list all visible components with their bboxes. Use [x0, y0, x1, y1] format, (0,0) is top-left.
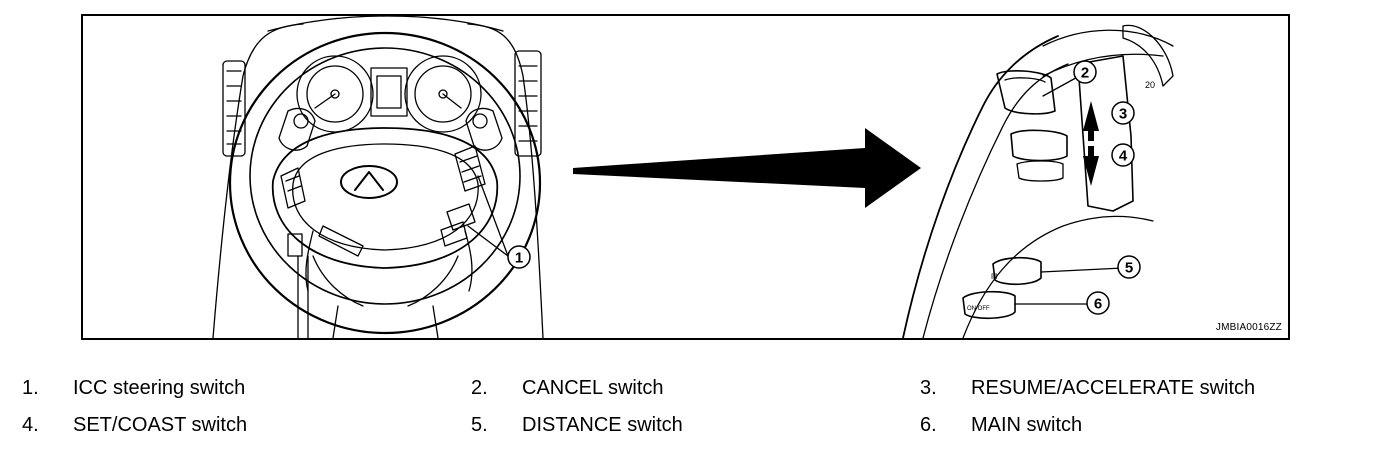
callout-5 [1117, 255, 1141, 279]
steering-wheel-overview [212, 16, 544, 338]
callout-1 [507, 245, 531, 269]
switch-closeup: ▤ ON OFF [902, 24, 1174, 338]
svg-text:▤: ▤ [991, 273, 998, 280]
svg-text:ON OFF: ON OFF [967, 306, 990, 312]
callout-1-label: 1 [515, 250, 523, 267]
figure-code: JMBIA0016ZZ [1215, 322, 1282, 333]
down-arrow-icon [1083, 146, 1099, 186]
legend-number: 4. [22, 414, 39, 436]
speedometer-mark: 20 [1145, 80, 1155, 90]
legend-label: RESUME/ACCELERATE switch [971, 377, 1256, 399]
callout-5-label: 5 [1125, 260, 1133, 277]
legend-label: DISTANCE switch [522, 414, 683, 436]
callout-4-label: 4 [1119, 148, 1128, 165]
callout-2-label: 2 [1081, 65, 1089, 82]
steering-wheel-illustration: ▤ ON OFF 1 2 3 4 5 [212, 16, 1174, 338]
legend-label: CANCEL switch [522, 377, 664, 399]
legend: 1. ICC steering switch 2. CANCEL switch … [0, 370, 1376, 450]
legend-number: 1. [22, 377, 39, 399]
callout-3 [1111, 101, 1135, 125]
legend-label: MAIN switch [971, 414, 1083, 436]
legend-label: ICC steering switch [73, 377, 246, 399]
arrow-icon [573, 128, 921, 208]
callout-4 [1111, 143, 1135, 167]
legend-label: SET/COAST switch [73, 414, 248, 436]
legend-number: 3. [920, 377, 937, 399]
callout-6 [1086, 291, 1110, 315]
callout-2 [1073, 60, 1097, 84]
legend-number: 5. [471, 414, 488, 436]
legend-number: 6. [920, 414, 937, 436]
illustration-frame: ▤ ON OFF 1 2 3 4 5 [81, 14, 1290, 340]
callout-6-label: 6 [1094, 296, 1102, 313]
callout-3-label: 3 [1119, 106, 1127, 123]
up-arrow-icon [1083, 101, 1099, 141]
legend-number: 2. [471, 377, 488, 399]
